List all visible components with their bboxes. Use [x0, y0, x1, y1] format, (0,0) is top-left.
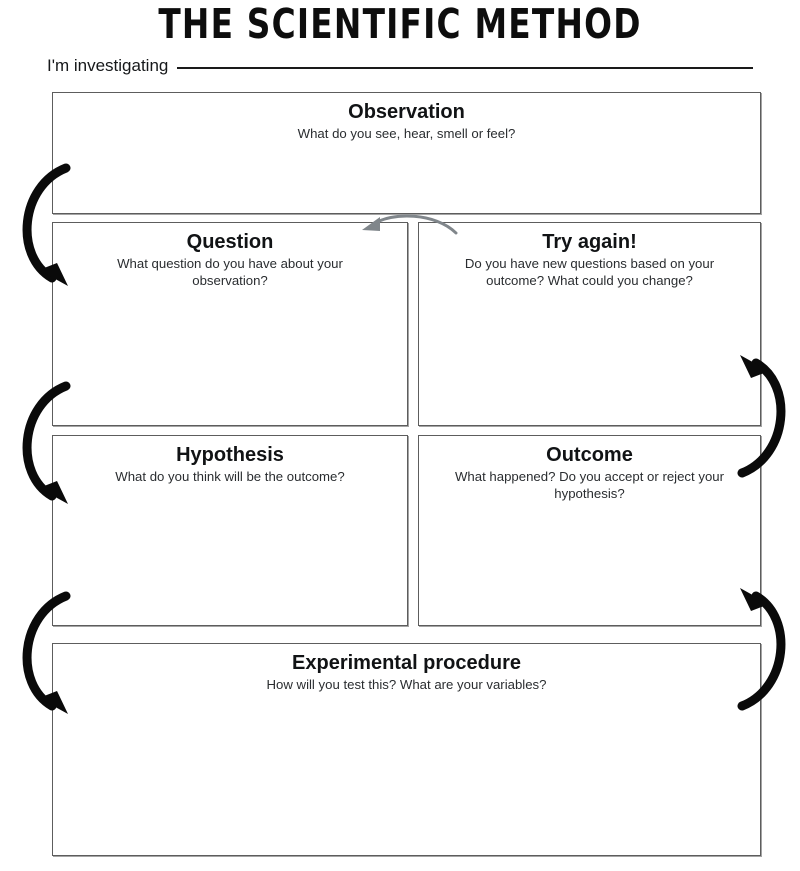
- box-try-again-heading: Try again!: [542, 231, 637, 253]
- box-experimental-procedure[interactable]: Experimental procedure How will you test…: [52, 643, 761, 856]
- box-question-heading: Question: [186, 231, 274, 253]
- box-observation[interactable]: Observation What do you see, hear, smell…: [52, 92, 761, 214]
- box-hypothesis-heading: Hypothesis: [176, 444, 284, 466]
- box-outcome[interactable]: Outcome What happened? Do you accept or …: [418, 435, 761, 626]
- investigating-line: I'm investigating: [47, 56, 753, 76]
- box-try-again[interactable]: Try again! Do you have new questions bas…: [418, 222, 761, 426]
- box-question-prompt: What question do you have about your obs…: [117, 256, 343, 288]
- investigating-blank-rule[interactable]: [177, 66, 753, 69]
- page-title: THE SCIENTIFIC METHOD: [158, 0, 642, 48]
- box-try-again-prompt: Do you have new questions based on your …: [464, 256, 715, 288]
- box-outcome-heading: Outcome: [546, 444, 633, 466]
- box-observation-heading: Observation: [348, 101, 465, 123]
- box-observation-prompt: What do you see, hear, smell or feel?: [297, 126, 516, 141]
- box-hypothesis[interactable]: Hypothesis What do you think will be the…: [52, 435, 408, 626]
- box-experimental-procedure-heading: Experimental procedure: [292, 652, 521, 674]
- box-question[interactable]: Question What question do you have about…: [52, 222, 408, 426]
- box-outcome-prompt: What happened? Do you accept or reject y…: [454, 469, 725, 501]
- box-hypothesis-prompt: What do you think will be the outcome?: [115, 469, 345, 484]
- investigating-label: I'm investigating: [47, 56, 169, 75]
- box-experimental-procedure-prompt: How will you test this? What are your va…: [266, 677, 547, 692]
